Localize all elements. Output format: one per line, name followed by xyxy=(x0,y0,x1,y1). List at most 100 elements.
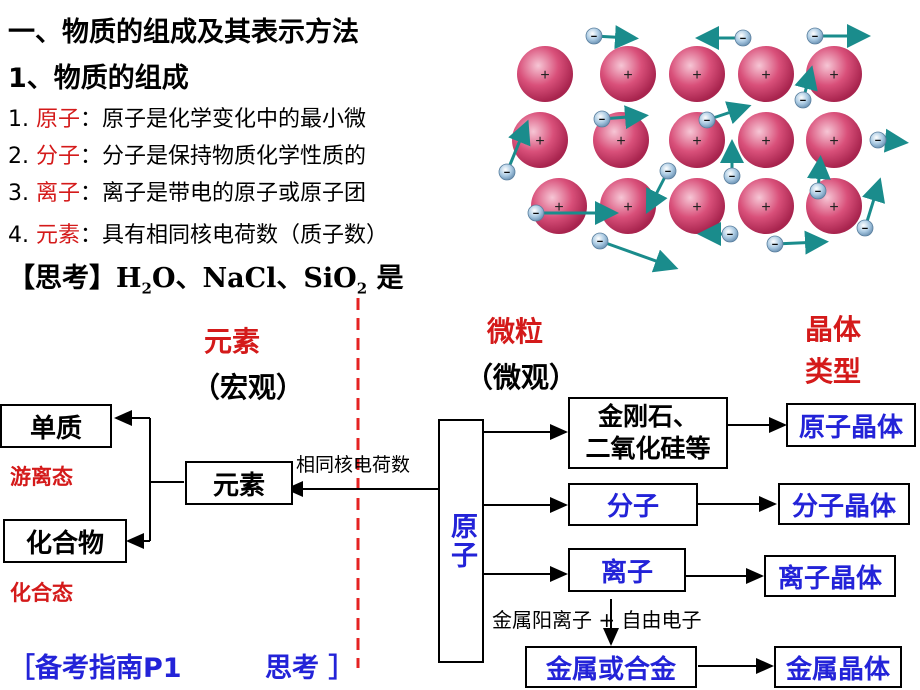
metallic-crystal-label: 金属晶体 xyxy=(785,654,890,685)
cation-sign: + xyxy=(692,67,701,84)
electron-ball xyxy=(809,182,827,200)
item-num: 3. xyxy=(8,181,36,206)
cation-sign: + xyxy=(692,199,701,216)
item-molecule: 2. 分子：分子是保持物质化学性质的 xyxy=(8,138,366,170)
item-term: 元素 xyxy=(35,223,80,248)
item-text: ：具有相同核电荷数（质子数） xyxy=(80,223,389,248)
item-atom: 1. 原子：原子是化学变化中的最小微 xyxy=(8,101,366,133)
electron-sign: − xyxy=(599,114,605,126)
electron-ball xyxy=(593,110,611,128)
molecule-label: 分子 xyxy=(606,492,659,522)
cation-ball xyxy=(531,178,587,234)
electron-sign: − xyxy=(862,223,868,235)
col-micro-label: 微粒 xyxy=(487,315,544,348)
ion-label: 离子 xyxy=(600,557,653,588)
same-nuclear-charge-label: 相同核电荷数 xyxy=(296,454,411,476)
cation-ball xyxy=(806,46,862,102)
item-num: 4. xyxy=(8,223,36,248)
atom-box: 原子 xyxy=(438,419,484,663)
item-element: 4. 元素：具有相同核电荷数（质子数） xyxy=(8,217,388,249)
item-term: 分子 xyxy=(35,144,80,169)
formula-water: H2O xyxy=(116,263,176,298)
electron-ball xyxy=(806,27,824,45)
metallic-crystal-box: 金属晶体 xyxy=(774,646,902,688)
item-ion: 3. 离子：离子是带电的原子或原子团 xyxy=(8,175,366,207)
item-term: 原子 xyxy=(35,107,80,132)
electron-sign: − xyxy=(800,95,806,107)
metal-lattice-illustration: +++++++++++++++ −−−−−−−−−−−−−−−− xyxy=(498,24,909,273)
electron-sign: − xyxy=(727,229,733,241)
ionic-crystal-label: 离子晶体 xyxy=(777,563,882,594)
col-crystal-label-2: 类型 xyxy=(805,355,862,388)
metal-alloy-label: 金属或合金 xyxy=(545,654,676,685)
cation-sign: + xyxy=(761,199,770,216)
electron-ball xyxy=(498,163,516,181)
cation-sign: + xyxy=(535,133,544,150)
cation-sign: + xyxy=(623,199,632,216)
electron-ball xyxy=(794,91,812,109)
electron-sign: − xyxy=(729,171,735,183)
electron-sign: − xyxy=(704,115,710,127)
element-box: 元素 xyxy=(185,461,293,505)
think-question: 【思考】H2O、NaCl、SiO2 是 xyxy=(8,263,404,298)
electron-sign: − xyxy=(772,239,778,251)
diamond-box: 金刚石、 二氧化硅等 xyxy=(568,397,728,469)
atomic-crystal-label: 原子晶体 xyxy=(798,412,903,443)
electron-ball xyxy=(766,235,784,253)
compound-label: 化合物 xyxy=(25,528,104,559)
electron-ball xyxy=(734,29,752,47)
formula-sio2: SiO2 xyxy=(303,263,368,298)
cation-ball xyxy=(738,46,794,102)
electron-ball xyxy=(585,27,603,45)
combined-state-label: 化合态 xyxy=(10,581,73,605)
electron-sign: − xyxy=(597,236,603,248)
cation-ball xyxy=(738,178,794,234)
section-title: 一、物质的组成及其表示方法 xyxy=(8,17,359,48)
cation-ball xyxy=(600,46,656,102)
cation-ball xyxy=(669,46,725,102)
electron-sign: − xyxy=(812,31,818,43)
think-prefix: 【思考】 xyxy=(8,263,116,294)
simple-substance-label: 单质 xyxy=(29,413,82,444)
molecular-crystal-label: 分子晶体 xyxy=(791,491,896,522)
electron-motion-arrow xyxy=(599,239,679,273)
electron-ball xyxy=(527,204,545,222)
col-macro-sub: （宏观） xyxy=(192,371,305,404)
molecule-box: 分子 xyxy=(568,483,698,526)
atom-box-label: 原子 xyxy=(446,512,477,570)
electron-ball xyxy=(659,162,677,180)
diamond-line-1: 金刚石、 xyxy=(597,402,698,431)
electron-ball xyxy=(723,167,741,185)
cation-sign: + xyxy=(829,67,838,84)
footer-ref: ［备考指南P1 xyxy=(8,653,182,684)
cation-sign: + xyxy=(540,67,549,84)
electron-sign: − xyxy=(740,33,746,45)
cation-sign: + xyxy=(829,133,838,150)
free-state-label: 游离态 xyxy=(10,465,73,489)
atomic-crystal-box: 原子晶体 xyxy=(786,403,916,447)
electron-ball xyxy=(721,225,739,243)
cation-ball xyxy=(517,46,573,102)
electron-sign: − xyxy=(591,31,597,43)
cation-sign: + xyxy=(616,133,625,150)
cation-sign: + xyxy=(761,133,770,150)
item-num: 2. xyxy=(8,144,36,169)
item-text: ：分子是保持物质化学性质的 xyxy=(80,144,367,169)
item-num: 1. xyxy=(8,107,36,132)
compound-box: 化合物 xyxy=(3,519,127,563)
molecular-crystal-box: 分子晶体 xyxy=(778,483,910,525)
col-macro-label: 元素 xyxy=(204,325,261,358)
subsection-title: 1、物质的组成 xyxy=(8,63,189,94)
col-crystal-label-1: 晶体 xyxy=(805,313,862,346)
item-term: 离子 xyxy=(35,181,80,206)
element-box-label: 元素 xyxy=(212,470,265,501)
cation-ball xyxy=(669,178,725,234)
cation-ball xyxy=(806,112,862,168)
electron-sign: − xyxy=(533,208,539,220)
cation-ball xyxy=(738,112,794,168)
col-micro-sub: （微观） xyxy=(465,361,578,394)
formula-nacl: NaCl xyxy=(202,263,277,294)
footer-think: 思考 ］ xyxy=(265,653,356,684)
simple-substance-box: 单质 xyxy=(0,404,112,448)
